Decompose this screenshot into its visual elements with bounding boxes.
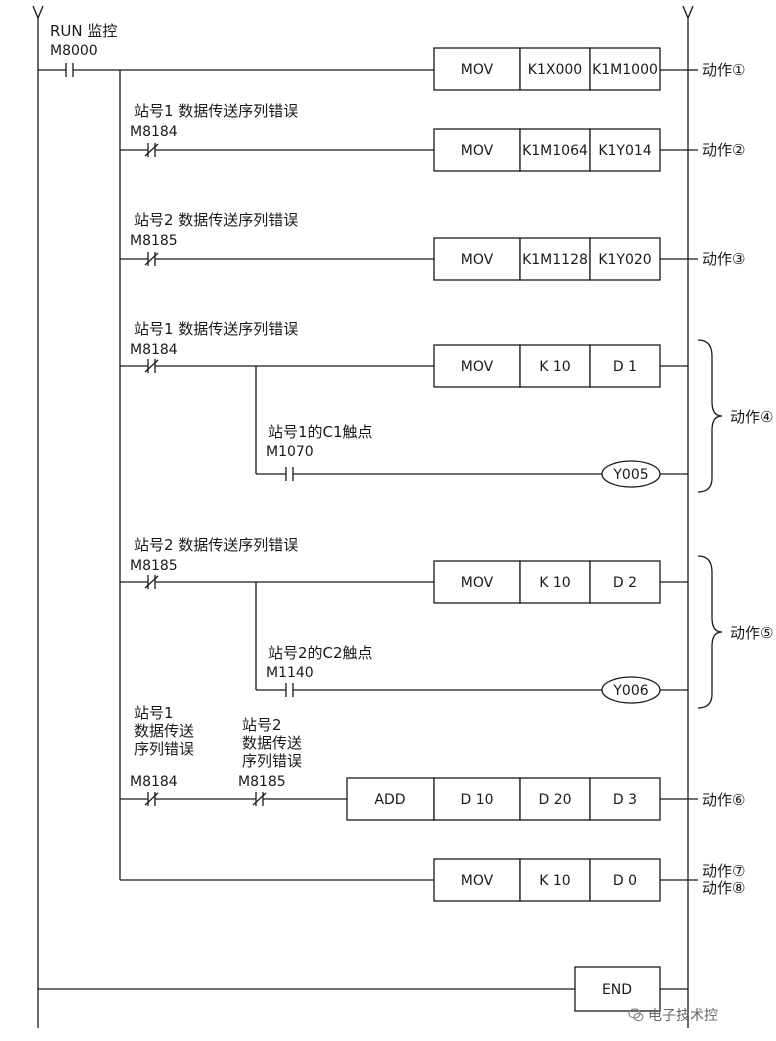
contact-label: 站号2	[242, 716, 282, 734]
action-label: 动作①	[702, 61, 745, 79]
rung-2: 站号1 数据传送序列错误 M8184 MOV K1M1064 K1Y014 动作…	[120, 102, 745, 172]
contact-device: M8185	[130, 558, 178, 574]
rung-3: 站号2 数据传送序列错误 M8185 MOV K1M1128 K1Y020 动作…	[120, 211, 745, 281]
action-label: 动作②	[702, 141, 745, 159]
rung-5: 站号2 数据传送序列错误 M8185 MOV K 10 D 2 站号2的C2触点…	[120, 536, 773, 709]
contact-device: M1140	[266, 665, 314, 681]
instruction-op: MOV	[461, 143, 494, 159]
wechat-icon	[628, 1008, 644, 1022]
end-label: END	[602, 982, 632, 998]
contact-label: 站号2 数据传送序列错误	[134, 211, 298, 229]
action-brace	[697, 339, 723, 493]
contact-label: 序列错误	[134, 740, 194, 758]
instruction-arg: K 10	[539, 359, 570, 375]
instruction-arg: D 0	[613, 873, 637, 889]
contact-label: 站号1 数据传送序列错误	[134, 102, 298, 120]
instruction-arg: K 10	[539, 575, 570, 591]
instruction-arg: K1X000	[528, 62, 582, 78]
contact-label: 站号1	[134, 704, 174, 722]
action-label: 动作③	[702, 250, 745, 268]
action-label: 动作⑤	[730, 624, 773, 642]
contact-label: 站号2的C2触点	[268, 644, 373, 662]
watermark: 电子技术控	[628, 1003, 776, 1027]
rung-7: MOV K 10 D 0 动作⑦ 动作⑧	[120, 858, 745, 902]
instruction-op: ADD	[374, 792, 405, 808]
instruction-arg: D 2	[613, 575, 637, 591]
contact-device: M8185	[130, 233, 178, 249]
contact-device: M1070	[266, 444, 314, 460]
contact-device: M8185	[238, 774, 286, 790]
contact-device: M8000	[50, 43, 98, 59]
instruction-arg: K1M1064	[522, 143, 588, 159]
contact-device: M8184	[130, 342, 178, 358]
coil-label: Y006	[612, 683, 648, 699]
instruction-arg: K 10	[539, 873, 570, 889]
instruction-op: MOV	[461, 252, 494, 268]
rung-4: 站号1 数据传送序列错误 M8184 MOV K 10 D 1 站号1的C1触点…	[120, 320, 773, 493]
contact-device: M8184	[130, 124, 178, 140]
rung-6: 站号1 数据传送 序列错误 M8184 站号2 数据传送 序列错误 M8185 …	[120, 704, 745, 821]
instruction-box	[433, 47, 521, 91]
watermark-text: 电子技术控	[648, 1008, 718, 1024]
operand-box	[589, 47, 661, 91]
instruction-arg: K1M1128	[522, 252, 588, 268]
end-box	[574, 966, 661, 1012]
action-label: 动作④	[730, 408, 773, 426]
instruction-arg: D 20	[538, 792, 571, 808]
action-label: 动作⑧	[702, 879, 745, 897]
end-rung: END	[38, 966, 688, 1012]
instruction-arg: K1M1000	[592, 62, 658, 78]
contact-label: 数据传送	[242, 734, 302, 752]
coil-label: Y005	[612, 467, 648, 483]
contact-label: 站号2 数据传送序列错误	[134, 536, 298, 554]
instruction-arg: K1Y014	[598, 143, 651, 159]
contact-label: 站号1的C1触点	[268, 423, 373, 441]
contact-label: RUN 监控	[50, 22, 117, 40]
instruction-arg: K1Y020	[598, 252, 651, 268]
action-label: 动作⑦	[702, 862, 745, 880]
operand-box	[519, 47, 591, 91]
instruction-op: MOV	[461, 62, 494, 78]
instruction-op: MOV	[461, 873, 494, 889]
action-brace	[697, 555, 723, 709]
right-rail-arrow	[682, 5, 694, 20]
rung-1: RUN 监控 M8000 MOV K1X000 K1M1000 动作①	[38, 22, 745, 91]
instruction-arg: D 1	[613, 359, 637, 375]
left-rail-arrow	[32, 5, 44, 20]
action-label: 动作⑥	[702, 791, 745, 809]
instruction-arg: D 10	[460, 792, 493, 808]
contact-device: M8184	[130, 774, 178, 790]
instruction-arg: D 3	[613, 792, 637, 808]
contact-label: 数据传送	[134, 722, 194, 740]
instruction-op: MOV	[461, 575, 494, 591]
instruction-op: MOV	[461, 359, 494, 375]
contact-label: 序列错误	[242, 752, 302, 770]
contact-label: 站号1 数据传送序列错误	[134, 320, 298, 338]
